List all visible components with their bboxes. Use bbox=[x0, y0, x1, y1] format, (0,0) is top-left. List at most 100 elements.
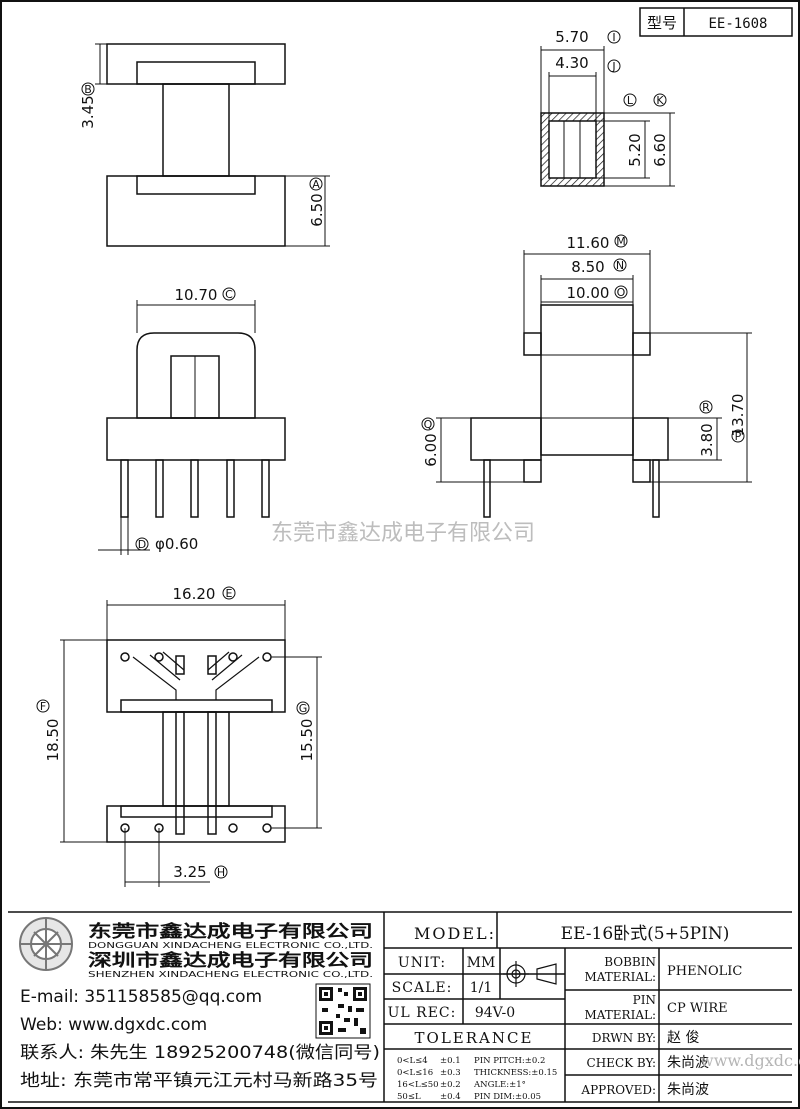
dim-core-j-value: 4.30 bbox=[555, 54, 588, 72]
dim-bottom-h-value: 3.25 bbox=[173, 863, 206, 881]
front-view bbox=[98, 300, 286, 555]
dim-core-i-ref: I bbox=[612, 31, 615, 44]
company-contact: 联系人: 朱先生 18925200748(微信同号) bbox=[20, 1043, 380, 1063]
tb-pin-label-1: PIN bbox=[633, 993, 656, 1007]
dim-side-m-marker bbox=[614, 234, 628, 248]
tb-tolerance-label: TOLERANCE bbox=[415, 1029, 534, 1047]
dim-core-l-ref: L bbox=[627, 94, 634, 107]
tb-approved-value: 朱尚波 bbox=[667, 1082, 709, 1098]
tol-row-4-item: PIN DIM:±0.05 bbox=[474, 1092, 541, 1102]
company-name-cn-2: 深圳市鑫达成电子有限公司 bbox=[88, 950, 373, 971]
header-model-label: 型号 bbox=[647, 14, 677, 32]
tol-row-1-item: PIN PITCH:±0.2 bbox=[474, 1056, 545, 1066]
tb-approved-label: APPROVED: bbox=[580, 1083, 656, 1097]
tb-scale-value: 1/1 bbox=[470, 980, 493, 996]
tb-bobbin-label-2: MATERIAL: bbox=[584, 970, 656, 984]
company-name-en-2: SHENZHEN XINDACHENG ELECTRONIC CO.,LTD. bbox=[88, 970, 373, 979]
tb-pin-label-2: MATERIAL: bbox=[584, 1008, 656, 1022]
tb-ulrec-value: 94V-0 bbox=[475, 1005, 515, 1021]
dim-bottom-e-ref: E bbox=[226, 587, 233, 600]
dim-bottom-h-ref: H bbox=[217, 866, 225, 879]
bottom-view bbox=[60, 600, 322, 887]
dim-core-l-marker bbox=[623, 93, 637, 107]
tol-row-1-tol: ±0.1 bbox=[440, 1056, 461, 1066]
tb-ulrec-label: UL REC: bbox=[388, 1005, 457, 1021]
tol-row-2-range: 0<L≤16 bbox=[397, 1068, 433, 1078]
dim-front-d-value: φ0.60 bbox=[155, 535, 198, 553]
dim-top-a-ref: A bbox=[312, 178, 320, 191]
company-name-en-1: DONGGUAN XINDACHENG ELECTRONIC CO.,LTD. bbox=[88, 941, 373, 950]
dim-front-c-marker bbox=[222, 287, 236, 301]
tol-row-3-tol: ±0.2 bbox=[440, 1080, 461, 1090]
dim-side-m-ref: M bbox=[616, 235, 626, 248]
tol-row-4-range: 50≤L bbox=[397, 1092, 421, 1102]
dim-core-i-value: 5.70 bbox=[555, 28, 588, 46]
dim-bottom-g-marker bbox=[296, 701, 310, 715]
dim-front-d-ref: D bbox=[138, 538, 146, 551]
tb-drawn-by-value: 赵 俊 bbox=[667, 1030, 699, 1046]
tb-unit-label: UNIT: bbox=[398, 955, 446, 971]
watermark: 东莞市鑫达成电子有限公司 bbox=[271, 521, 535, 546]
title-block-frame bbox=[8, 911, 792, 1103]
dim-side-m-value: 11.60 bbox=[567, 234, 610, 252]
dim-core-k-value: 6.60 bbox=[651, 133, 669, 166]
dim-core-j-ref: J bbox=[611, 60, 615, 73]
tb-check-by-label: CHECK BY: bbox=[587, 1056, 656, 1070]
dim-side-q-ref: Q bbox=[424, 418, 433, 431]
tb-model-label: MODEL: bbox=[414, 924, 496, 943]
company-name-cn-1: 东莞市鑫达成电子有限公司 bbox=[88, 921, 373, 942]
side-view bbox=[436, 250, 752, 518]
dim-bottom-f-ref: F bbox=[40, 700, 46, 713]
dim-core-k-ref: K bbox=[656, 94, 664, 107]
dim-bottom-f-value: 18.50 bbox=[44, 719, 62, 762]
dim-top-a-value: 6.50 bbox=[308, 193, 326, 226]
top-view bbox=[95, 43, 330, 247]
tb-pin-value: CP WIRE bbox=[667, 1001, 728, 1016]
dim-side-q-value: 6.00 bbox=[422, 433, 440, 466]
tolerance-table: 0<L≤4 ±0.1 PIN PITCH:±0.2 0<L≤16 ±0.3 TH… bbox=[397, 1056, 557, 1102]
company-address: 地址: 东莞市常平镇元江元村马新路35号 bbox=[20, 1071, 378, 1091]
core-section-view bbox=[540, 46, 675, 187]
dim-side-r-value: 3.80 bbox=[698, 423, 716, 456]
dim-core-i-marker bbox=[607, 30, 621, 44]
dim-top-b-value: 3.45 bbox=[79, 95, 97, 128]
company-email: E-mail: 351158585@qq.com bbox=[20, 987, 262, 1007]
dim-side-p-value: 13.70 bbox=[729, 394, 747, 437]
dim-bottom-h-marker bbox=[214, 865, 228, 879]
dim-core-l-value: 5.20 bbox=[626, 133, 644, 166]
dim-bottom-g-value: 15.50 bbox=[298, 719, 316, 762]
tb-bobbin-value: PHENOLIC bbox=[667, 964, 742, 979]
dim-side-r-ref: R bbox=[702, 401, 710, 414]
tol-row-3-range: 16<L≤50 bbox=[397, 1080, 439, 1090]
dim-side-p-ref: P bbox=[735, 430, 742, 443]
header-model-box: 型号 EE-1608 bbox=[639, 7, 793, 37]
dim-core-k-marker bbox=[653, 93, 667, 107]
dim-bottom-f-marker bbox=[36, 699, 50, 713]
dim-bottom-e-marker bbox=[222, 586, 236, 600]
tol-row-2-tol: ±0.3 bbox=[440, 1068, 461, 1078]
dim-side-o-marker bbox=[614, 285, 628, 299]
dim-side-q-marker bbox=[421, 417, 435, 431]
dim-side-r-marker bbox=[699, 400, 713, 414]
tb-model-value: EE-16卧式(5+5PIN) bbox=[561, 924, 730, 944]
dim-front-c-value: 10.70 bbox=[175, 286, 218, 304]
dim-top-b-ref: B bbox=[84, 83, 92, 96]
tb-unit-value: MM bbox=[467, 955, 496, 971]
tol-row-2-item: THICKNESS:±0.15 bbox=[474, 1068, 557, 1078]
dim-side-n-ref: N bbox=[616, 259, 624, 272]
dim-bottom-e-value: 16.20 bbox=[173, 585, 216, 603]
dim-side-o-value: 10.00 bbox=[567, 284, 610, 302]
tb-check-by-value: 朱尚波 bbox=[667, 1055, 709, 1071]
qr-code bbox=[315, 983, 371, 1039]
dim-top-a-marker bbox=[309, 177, 323, 191]
dim-front-d-marker bbox=[135, 537, 149, 551]
projection-symbol-icon bbox=[503, 961, 557, 987]
tol-row-4-tol: ±0.4 bbox=[440, 1092, 461, 1102]
dim-bottom-g-ref: G bbox=[299, 702, 308, 715]
dim-side-n-marker bbox=[613, 258, 627, 272]
dim-top-b-marker bbox=[81, 82, 95, 96]
tb-bobbin-label-1: BOBBIN bbox=[604, 955, 656, 969]
dim-side-n-value: 8.50 bbox=[571, 258, 604, 276]
